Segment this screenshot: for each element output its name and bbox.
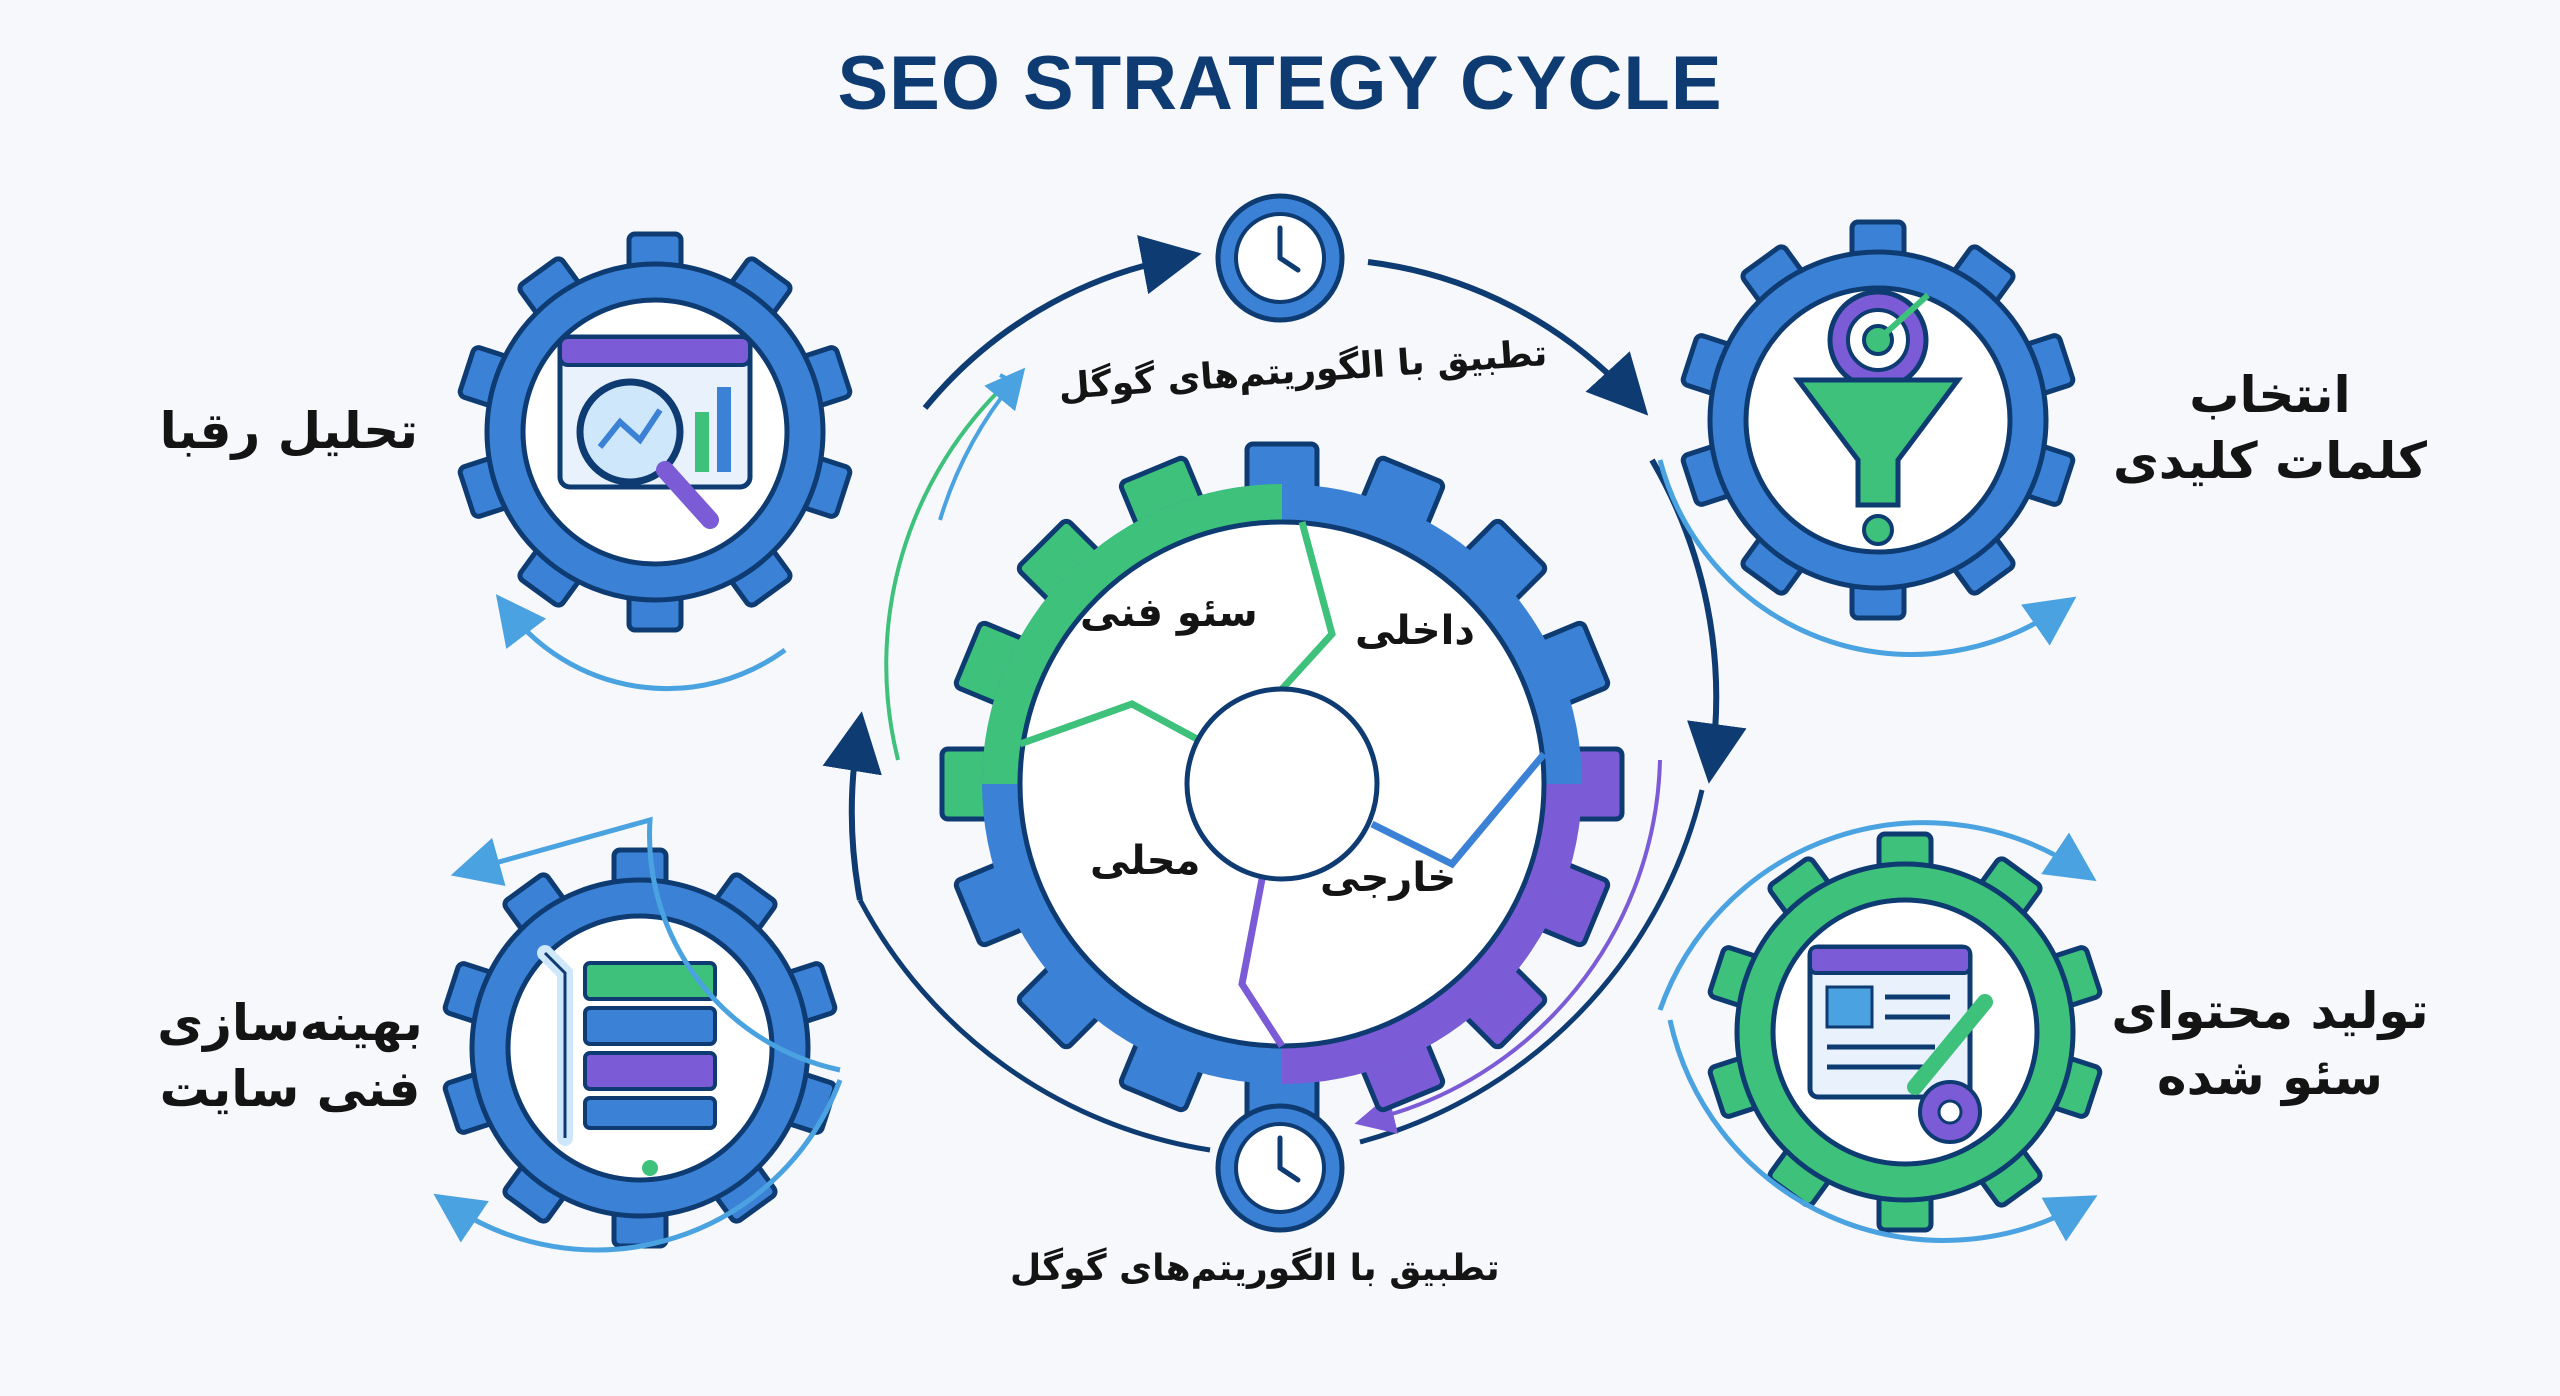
wrench-server-icon [537,945,717,1176]
step-label-line: کلمات کلیدی [2112,432,2428,490]
center-gear [939,441,1625,1127]
step-gear-keywords [1680,219,2076,621]
step-gear-technical [442,847,838,1249]
clock-icon [1215,1103,1345,1233]
step-label-keywords: انتخاب کلمات کلیدی [2110,362,2430,494]
step-gear-content [1707,831,2103,1233]
step-label-line: تحلیل رقبا [159,402,418,460]
ring-label-bottom: تطبیق با الگوریتم‌های گوگل [1010,1248,1500,1289]
step-label-line: انتخاب [2189,366,2351,424]
funnel-target-icon [1793,289,1963,546]
step-label-technical: بهینه‌سازی فنی سایت [150,990,430,1122]
segment-label-offpage: خارجی [1320,855,1457,901]
segment-label-onpage: داخلی [1355,608,1475,654]
step-gear-competitors [457,231,853,633]
segment-label-technical-seo: سئو فنی [1080,590,1258,636]
step-label-line: بهینه‌سازی [157,994,423,1052]
step-label-content: تولید محتوای سئو شده [2090,978,2450,1110]
segment-label-local: محلی [1090,838,1201,884]
step-label-line: تولید محتوای [2111,982,2429,1040]
clock-icon [1215,193,1345,323]
diagram-title: SEO STRATEGY CYCLE [837,41,1723,126]
analytics-magnifier-icon [557,334,753,529]
step-label-competitors: تحلیل رقبا [159,398,418,464]
step-label-line: فنی سایت [159,1060,421,1118]
step-label-line: سئو شده [2157,1048,2383,1106]
content-edit-icon [1807,944,1993,1144]
